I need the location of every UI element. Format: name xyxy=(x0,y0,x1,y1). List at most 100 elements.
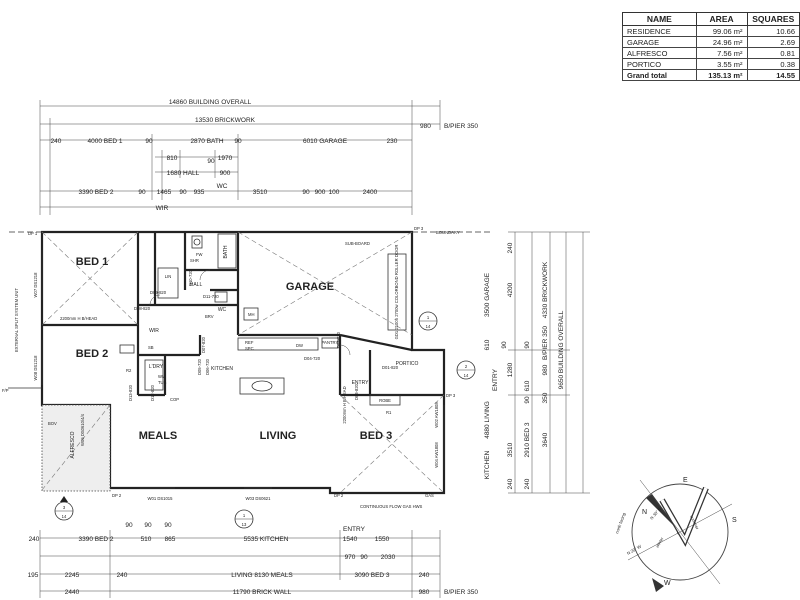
label-shr: SHR xyxy=(190,258,199,263)
compass-ring xyxy=(631,483,729,581)
dim-t2-5: 6010 GARAGE xyxy=(303,138,348,145)
dim-t2-2: 90 xyxy=(145,138,153,145)
dim-r1-1: 4200 xyxy=(507,282,514,297)
cell-name: Grand total xyxy=(622,69,697,81)
dim-t3-2: 1970 xyxy=(218,155,233,162)
label-door-d03: D03-820 xyxy=(354,383,359,400)
dim-b3-2: 240 xyxy=(117,572,128,579)
dim-t5-9: 2400 xyxy=(363,189,378,196)
section-bottom-bottom: 13 xyxy=(242,522,247,527)
dim-t6-0: WIR xyxy=(156,205,169,212)
dim-brickwork: 13530 BRICKWORK xyxy=(195,117,256,124)
room-alfresco: ALFRESCO xyxy=(70,431,76,458)
manhole xyxy=(243,307,259,321)
dim-r1-6: 3510 xyxy=(507,442,514,457)
label-bov: BOV xyxy=(48,421,57,426)
label-door-d11: D11-720 xyxy=(203,294,219,299)
label-ref: REF xyxy=(245,340,254,345)
room-labels: BED 1 BED 2 GARAGE MEALS LIVING BED 3 KI… xyxy=(70,245,418,458)
garage-door xyxy=(387,253,407,331)
dim-b4-2: 980 xyxy=(419,589,430,596)
dim-b4-0: 2440 xyxy=(65,589,80,596)
marker-fp: F/P xyxy=(2,388,9,393)
dim-b1a-0: 90 xyxy=(125,522,133,529)
section-right-bottom: 14 xyxy=(464,373,469,378)
marker-dp2-right: DP 2 xyxy=(334,493,344,498)
top-dimensions: 14860 BUILDING OVERALL 13530 BRICKWORK 9… xyxy=(39,99,478,215)
cell-name: ALFRESCO xyxy=(622,47,697,59)
compass-winter: winter xyxy=(655,536,665,549)
header-name: NAME xyxy=(622,12,697,26)
room-bed1: BED 1 xyxy=(76,256,108,268)
cell-name: PORTICO xyxy=(622,58,697,70)
label-brv: BRV xyxy=(205,314,214,319)
dim-t3-0: 810 xyxy=(167,155,178,162)
dim-r3-0: 90 xyxy=(524,341,531,349)
shower xyxy=(191,235,203,249)
table-total-row: Grand total 135.13 m² 14.55 xyxy=(622,69,800,81)
marker-dp3-right: DP 3 xyxy=(446,393,456,398)
label-cop: COP xyxy=(170,397,179,402)
label-door-d08: D08-820 xyxy=(134,306,151,311)
dim-t2-1: 4000 BED 1 xyxy=(87,138,122,145)
dim-r3-3: 2910 BED 3 xyxy=(524,422,531,457)
dim-t4-1: 900 xyxy=(220,170,231,177)
compass-n: N xyxy=(642,509,647,516)
section-garage-bottom: 14 xyxy=(426,324,431,329)
dim-b4-3: B/PIER 350 xyxy=(444,589,478,596)
label-window-w08: W08 DS1218 xyxy=(33,355,38,381)
dim-r2-0: 90 xyxy=(501,341,508,349)
dim-t5-3: 90 xyxy=(179,189,187,196)
dim-b1-6: 1550 xyxy=(375,536,390,543)
table-row: RESIDENCE 99.06 m² 10.66 xyxy=(622,25,800,37)
label-gas-hws: CONTINUOUS FLOW GAS HWS xyxy=(360,504,423,509)
dim-r3-2: 90 xyxy=(524,396,531,404)
label-split-system: EXTERNAL SPLIT SYSTEM UNIT xyxy=(14,288,19,352)
room-cross-lines xyxy=(41,231,445,494)
compass-e: E xyxy=(683,477,688,484)
table-row: GARAGE 24.96 m² 2.69 xyxy=(622,36,800,48)
kitchen-island xyxy=(239,377,285,395)
label-door-d05: D05-720 xyxy=(197,358,202,375)
label-fw: FW xyxy=(196,252,203,257)
room-bath: BATH xyxy=(223,245,229,258)
label-door-d04: D04-720 xyxy=(304,356,321,361)
cell-squares: 0.38 xyxy=(746,58,800,70)
room-ldry: L'DRY xyxy=(149,364,164,370)
compass-n30e: N 30° E xyxy=(649,506,662,520)
marker-dp2-left: DP 2 xyxy=(112,493,122,498)
dim-b4-1: 11790 BRICK WALL xyxy=(233,589,292,596)
right-dimensions: 240 4200 3500 GARAGE 610 1280 ENTRY 3510… xyxy=(484,231,590,494)
dim-pier: B/PIER 350 xyxy=(444,123,478,130)
room-meals: MEALS xyxy=(139,430,178,442)
compass: E S N W north facing summer winter N 30°… xyxy=(614,477,737,592)
dim-r1-4: 1280 xyxy=(507,362,514,377)
cell-area: 3.55 m² xyxy=(695,58,748,70)
label-mh: MH xyxy=(248,312,255,317)
room-hall: HALL xyxy=(190,282,203,288)
marker-r2: R2 xyxy=(126,368,132,373)
linen-cupboard xyxy=(157,267,179,299)
room-garage: GARAGE xyxy=(286,281,334,293)
dim-b3-3: LIVING 8130 MEALS xyxy=(231,572,293,579)
marker-r1: R1 xyxy=(386,410,392,415)
dim-r4-1: B/PIER 350 xyxy=(542,326,549,360)
dim-building-overall: 14860 BUILDING OVERALL xyxy=(169,99,252,106)
room-kitchen: KITCHEN xyxy=(211,366,233,372)
area-table-header: NAME AREA SQUARES xyxy=(622,12,800,26)
area-schedule-table: NAME AREA SQUARES RESIDENCE 99.06 m² 10.… xyxy=(622,12,800,81)
dim-b3-1: 2245 xyxy=(65,572,80,579)
room-entry: ENTRY xyxy=(352,380,370,386)
dim-b3-0: 195 xyxy=(28,572,39,579)
table-row: PORTICO 3.55 m² 0.38 xyxy=(622,58,800,70)
dim-t2-4: 90 xyxy=(234,138,242,145)
dim-r4-0: 4330 BRICKWORK xyxy=(542,261,549,318)
dim-b3-5: 240 xyxy=(419,572,430,579)
compass-w: W xyxy=(664,580,671,587)
dim-r1-5: ENTRY xyxy=(492,368,499,391)
dim-b1-4: 5535 KITCHEN xyxy=(244,536,289,543)
label-door-d13: D13-820 xyxy=(128,384,133,401)
dim-t5-0: 3390 BED 2 xyxy=(78,189,113,196)
dim-b1a-2: 90 xyxy=(164,522,172,529)
